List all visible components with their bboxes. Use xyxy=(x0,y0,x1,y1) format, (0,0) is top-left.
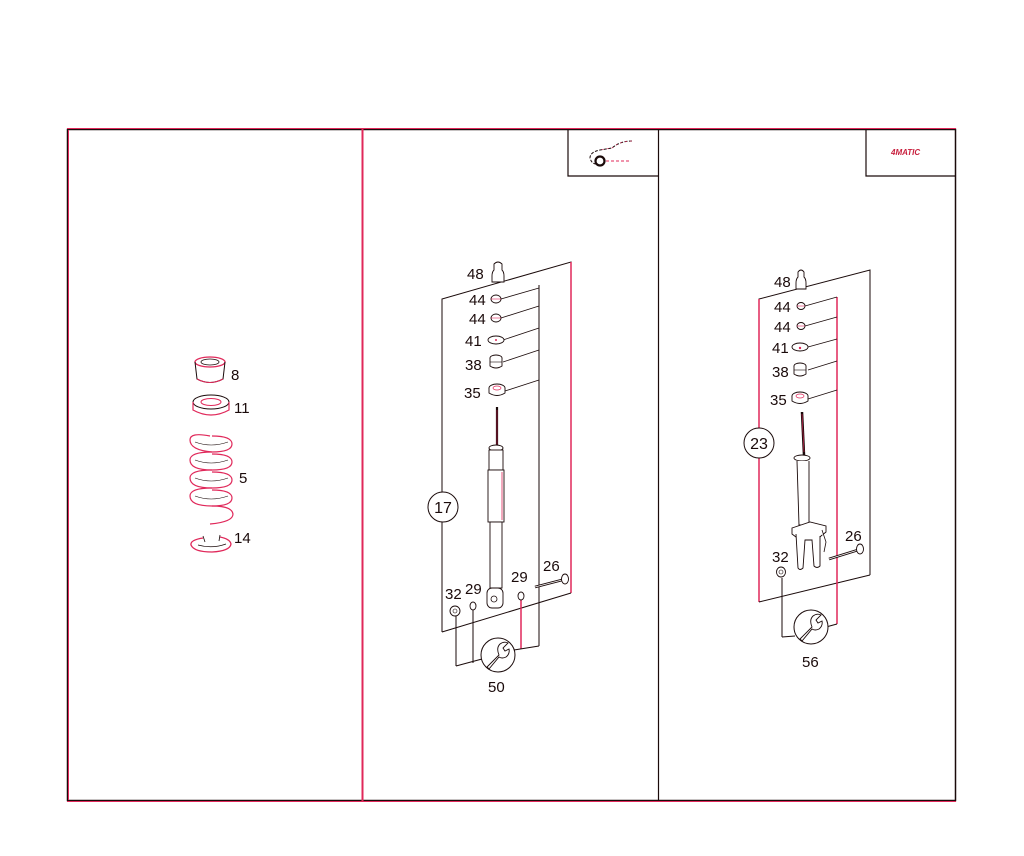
label-41: 41 xyxy=(465,333,482,350)
label-35: 35 xyxy=(770,392,787,409)
label-41: 41 xyxy=(772,340,789,357)
part-41-washer[interactable] xyxy=(791,342,809,352)
part-8-spring-seat-cap[interactable] xyxy=(194,356,226,383)
part-23-strut[interactable] xyxy=(791,411,827,570)
part-32-nut-bottom[interactable] xyxy=(776,566,786,578)
part-14-lower-spring-seat[interactable] xyxy=(190,534,232,553)
label-29-right: 29 xyxy=(511,569,528,586)
part-41-washer[interactable] xyxy=(487,335,505,345)
label-32: 32 xyxy=(772,549,789,566)
part-32-nut-bottom[interactable] xyxy=(449,605,461,617)
label-44-upper: 44 xyxy=(774,299,791,316)
label-48: 48 xyxy=(774,274,791,291)
car-wheel-icon xyxy=(594,155,606,167)
label-11: 11 xyxy=(234,400,250,417)
label-26: 26 xyxy=(543,558,560,575)
tool-56-wrench-icon[interactable] xyxy=(793,609,829,645)
part-23-assembly-callout[interactable]: 23 xyxy=(743,427,775,459)
label-44-lower: 44 xyxy=(774,319,791,336)
part-35-rubber-mount-lower[interactable] xyxy=(488,383,506,396)
part-48-cap[interactable] xyxy=(491,261,505,283)
part-38-rubber-mount-upper[interactable] xyxy=(793,362,807,377)
diagram-frame xyxy=(66,128,957,802)
label-56: 56 xyxy=(802,654,819,671)
leader-lines-middle xyxy=(441,261,572,667)
label-35: 35 xyxy=(464,385,481,402)
label-50: 50 xyxy=(488,679,505,696)
car-rear-axle-icon-box xyxy=(567,130,658,177)
part-38-rubber-mount-upper[interactable] xyxy=(489,354,503,369)
label-38: 38 xyxy=(465,357,482,374)
part-44-nut-lower[interactable] xyxy=(796,322,806,330)
label-29-left: 29 xyxy=(465,581,482,598)
part-44-nut-lower[interactable] xyxy=(490,313,502,323)
4matic-badge-box: 4MATIC xyxy=(865,130,955,177)
label-8: 8 xyxy=(231,367,239,384)
part-26-bolt[interactable] xyxy=(828,543,864,561)
panel-middle: 48 44 44 41 38 35 17 xyxy=(427,130,658,696)
label-48: 48 xyxy=(467,266,484,283)
part-5-coil-spring[interactable] xyxy=(189,434,234,525)
part-35-rubber-mount-lower[interactable] xyxy=(791,391,809,404)
label-26: 26 xyxy=(845,528,862,545)
label-32: 32 xyxy=(445,586,462,603)
part-29-washer-right[interactable] xyxy=(517,591,525,601)
part-17-shock-absorber[interactable] xyxy=(486,407,505,609)
part-29-washer-left[interactable] xyxy=(469,601,477,611)
label-38: 38 xyxy=(772,364,789,381)
4matic-logo: 4MATIC xyxy=(890,148,920,157)
label-44-lower: 44 xyxy=(469,311,486,328)
part-11-spring-pad-ring[interactable] xyxy=(192,394,230,416)
part-17-assembly-callout[interactable]: 17 xyxy=(427,491,459,523)
panel-left: 8 11 5 14 xyxy=(189,356,251,553)
label-17: 17 xyxy=(434,500,452,517)
label-5: 5 xyxy=(239,470,247,487)
panel-right: 4MATIC 48 44 44 41 38 35 xyxy=(743,130,955,671)
part-44-nut-upper[interactable] xyxy=(796,302,806,310)
part-48-cap[interactable] xyxy=(795,269,807,290)
tool-50-wrench-icon[interactable] xyxy=(480,637,516,673)
label-14: 14 xyxy=(234,530,251,547)
part-26-bolt[interactable] xyxy=(534,573,569,589)
part-44-nut-upper[interactable] xyxy=(490,294,502,304)
label-44-upper: 44 xyxy=(469,292,486,309)
label-23: 23 xyxy=(750,436,768,453)
